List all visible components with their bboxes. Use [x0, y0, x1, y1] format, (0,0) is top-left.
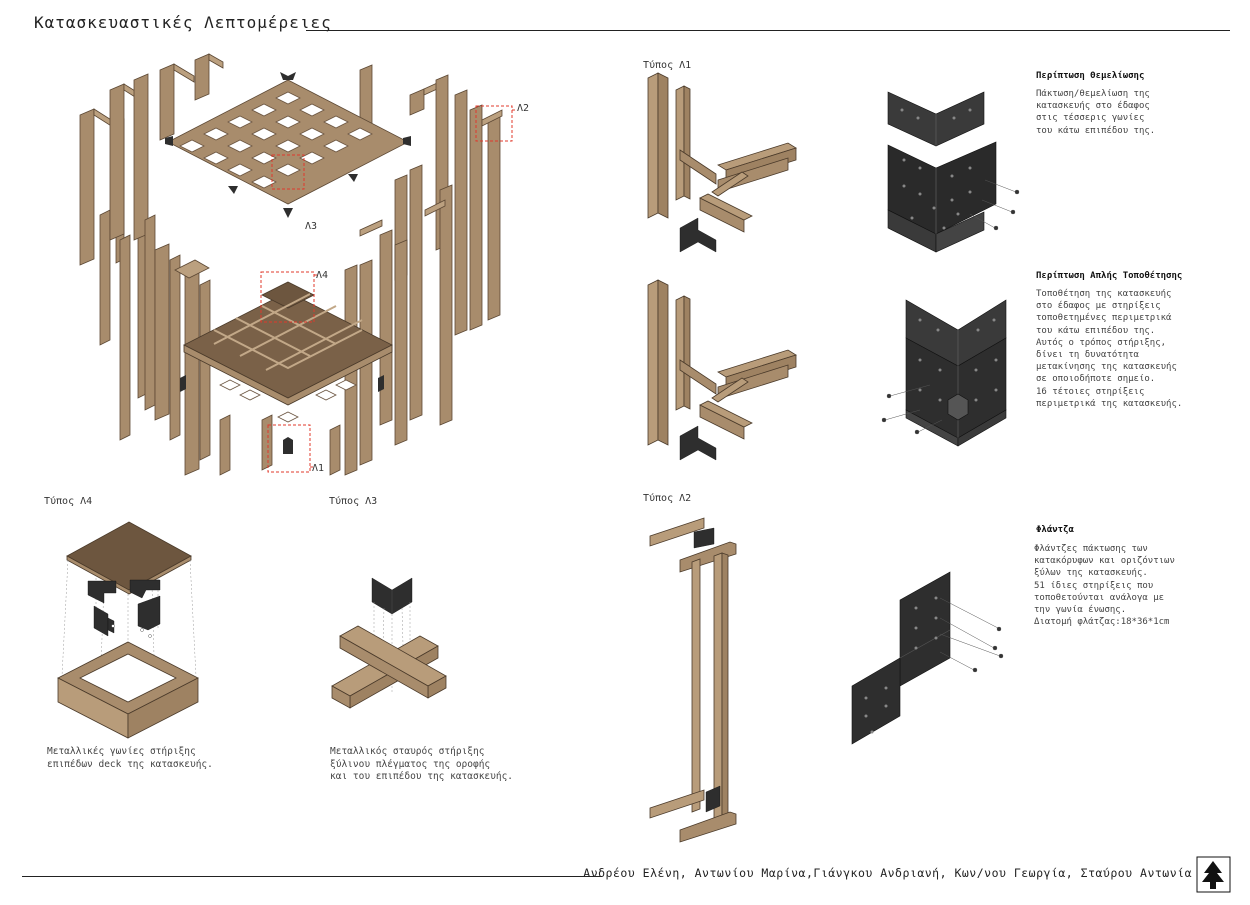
type-l4-label: Τύπος Λ4: [44, 496, 93, 507]
type-l1-label: Τύπος Λ1: [643, 60, 692, 71]
page-title: Κατασκευαστικές Λεπτομέρειες: [34, 13, 332, 32]
floor-deck: [180, 281, 393, 454]
note-simple-text: Τοποθέτηση της κατασκευής στο έδαφος με …: [1036, 289, 1183, 409]
type-l4-caption: Μεταλλικές γωνίες στήριξης επιπέδων deck…: [47, 746, 213, 770]
type-l3-label: Τύπος Λ3: [329, 496, 378, 507]
note-flange-heading: Φλάντζα: [1036, 525, 1074, 535]
frame-posts-right: [219, 64, 503, 476]
type-l2-label: Τύπος Λ2: [643, 493, 692, 504]
callout-l4: Λ4: [316, 270, 329, 281]
footer-authors: Ανδρέου Ελένη, Αντωνίου Μαρίνα,Γιάνγκου …: [583, 866, 1192, 880]
note-foundation-heading: Περίπτωση Θεμελίωσης: [1036, 71, 1145, 81]
type-l3-caption: Μεταλλικός σταυρός στήριξης ξύλινου πλέγ…: [330, 746, 514, 782]
footer-rule: [22, 876, 602, 877]
frame-posts-left: [79, 53, 224, 476]
note-flange-text: Φλάντζες πάκτωσης των κατακόρυφων και ορ…: [1034, 544, 1175, 628]
note-foundation-text: Πάκτωση/θεμελίωση της κατασκευής στο έδα…: [1036, 89, 1156, 136]
note-simple-heading: Περίπτωση Απλής Τοποθέτησης: [1036, 271, 1183, 281]
callout-l1: Λ1: [312, 463, 325, 474]
roof-grid: [165, 72, 411, 218]
callout-l2: Λ2: [517, 103, 530, 114]
callout-l3: Λ3: [305, 221, 318, 232]
callout-boxes: [260, 105, 516, 473]
header-rule: [306, 30, 1230, 31]
